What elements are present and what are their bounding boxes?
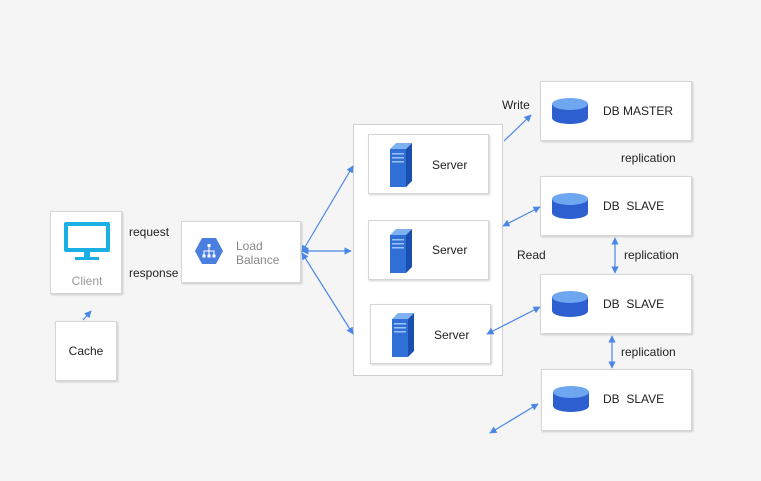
db-label: DB MASTER [603,104,674,118]
server-label: Server [432,158,468,172]
database-icon [552,291,588,317]
response-label: response [129,266,179,280]
cache-node[interactable]: Cache [55,321,117,381]
db-label: DB SLAVE [603,297,665,311]
load-balancer-icon [195,238,223,264]
load-balancer-label-line1: Load [236,239,263,253]
db-slave-node[interactable]: DB SLAVE [540,274,692,334]
replication-label: replication [621,345,676,359]
load-balancer-node[interactable]: Load Balance [181,221,301,283]
read-arrow [502,206,541,227]
server-label: Server [432,243,468,257]
replication-label: replication [624,248,679,262]
lb-to-server1-arrow [301,165,354,253]
server-icon [392,313,414,357]
cache-label: Cache [68,344,104,358]
request-label: request [129,225,170,239]
read-label: Read [517,248,546,262]
read-arrow [489,403,539,434]
server-node[interactable]: Server [368,220,489,280]
load-balancer-label-line2: Balance [236,253,280,267]
database-icon [552,98,588,124]
server-node[interactable]: Server [368,134,489,194]
replication-label: replication [621,151,676,165]
write-arrow [503,114,532,142]
client-node[interactable]: Client [50,211,122,294]
database-icon [553,386,589,412]
db-master-node[interactable]: DB MASTER [540,81,692,141]
db-label: DB SLAVE [603,392,665,406]
database-icon [552,193,588,219]
write-label: Write [502,98,530,112]
db-slave-node[interactable]: DB SLAVE [540,176,692,236]
db-label: DB SLAVE [603,199,665,213]
cache-to-client-arrow [82,310,92,321]
lb-to-server3-arrow [301,252,354,335]
server-icon [390,229,412,273]
db-slave-node[interactable]: DB SLAVE [541,369,692,431]
server-label: Server [434,328,470,342]
read-arrow [486,306,541,335]
monitor-icon [64,222,110,260]
client-label: Client [71,274,103,288]
server-icon [390,143,412,187]
